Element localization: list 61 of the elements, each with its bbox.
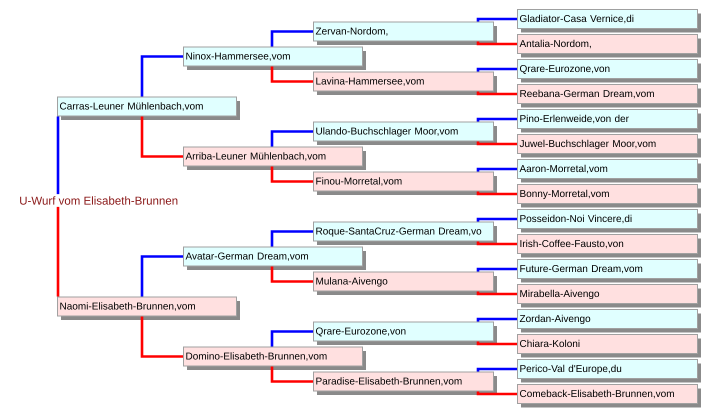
name-box: Gladiator-Casa Vernice,di: [517, 9, 701, 32]
connector-line: [476, 342, 517, 346]
name-box: Juwel-Buchschlager Moor,vom: [517, 134, 701, 158]
name-box: Bonny-Morretal,vom: [517, 184, 701, 208]
connector-line: [270, 30, 313, 46]
connector-line: [476, 168, 517, 172]
name-box: Zervan-Nordom,: [313, 22, 497, 45]
name-box: Comeback-Elisabeth-Brunnen,vom: [517, 384, 701, 408]
connector-line: [476, 368, 517, 372]
connector-line: [270, 366, 313, 383]
name-box: Roque-SantaCruz-German Dream,vo: [313, 222, 497, 245]
name-box: Antalia-Nordom,: [517, 34, 701, 58]
name-box: Arriba-Leuner Mühlenbach,vom: [183, 146, 366, 170]
connector-line: [476, 268, 517, 272]
connector-line: [270, 130, 313, 146]
name-box: Lavina-Hammersee,vom: [313, 72, 497, 95]
connector-line: [270, 166, 313, 183]
name-box: Zordan-Aivengo: [517, 309, 701, 332]
name-box: Domino-Elisabeth-Brunnen,vom: [183, 346, 366, 370]
connector-line: [56, 116, 60, 194]
name-box: Pino-Erlenweide,von der: [517, 109, 701, 132]
connector-line: [476, 118, 517, 122]
name-box: Posseidon-Noi Vincere,di: [517, 209, 701, 232]
name-box: Aaron-Morretal,vom: [517, 159, 701, 182]
connector-line: [140, 116, 183, 158]
connector-line: [476, 318, 517, 322]
connector-line: [476, 292, 517, 296]
connector-line: [476, 242, 517, 246]
name-box: Paradise-Elisabeth-Brunnen,vom: [313, 372, 497, 395]
connector-line: [140, 55, 183, 96]
name-box: Mulana-Aivengo: [313, 272, 497, 295]
connector-line: [270, 66, 313, 83]
name-box: Qrare-Eurozone,von: [517, 59, 701, 82]
connector-line: [56, 206, 60, 296]
name-box: Avatar-German Dream,vom: [183, 246, 366, 270]
connector-line: [270, 230, 313, 246]
name-box: Reebana-German Dream,vom: [517, 84, 701, 108]
connector-line: [270, 266, 313, 283]
connector-line: [140, 255, 183, 296]
connector-line: [476, 392, 517, 396]
connector-line: [140, 316, 183, 358]
name-box: Mirabella-Aivengo: [517, 284, 701, 308]
litter-title: U-Wurf vom Elisabeth-Brunnen: [20, 196, 178, 205]
name-box: Finou-Morretal,vom: [313, 172, 497, 195]
name-box: Ninox-Hammersee,vom: [183, 46, 366, 70]
connector-line: [476, 192, 517, 196]
connector-line: [476, 18, 517, 22]
name-box: Perico-Val d'Europe,du: [517, 359, 701, 382]
connector-line: [476, 42, 517, 46]
connector-line: [476, 92, 517, 96]
name-box: Chiara-Koloni: [517, 334, 701, 358]
name-box: Carras-Leuner Mühlenbach,vom: [57, 96, 240, 120]
name-box: Irish-Coffee-Fausto,von: [517, 234, 701, 258]
connector-line: [476, 142, 517, 146]
connector-line: [270, 330, 313, 346]
name-box: Future-German Dream,vom: [517, 259, 701, 282]
name-box: Qrare-Eurozone,von: [313, 322, 497, 345]
name-box: Ulando-Buchschlager Moor,vom: [313, 122, 497, 145]
name-box: Naomi-Elisabeth-Brunnen,vom: [57, 296, 240, 320]
connector-line: [476, 218, 517, 222]
connector-line: [476, 68, 517, 72]
